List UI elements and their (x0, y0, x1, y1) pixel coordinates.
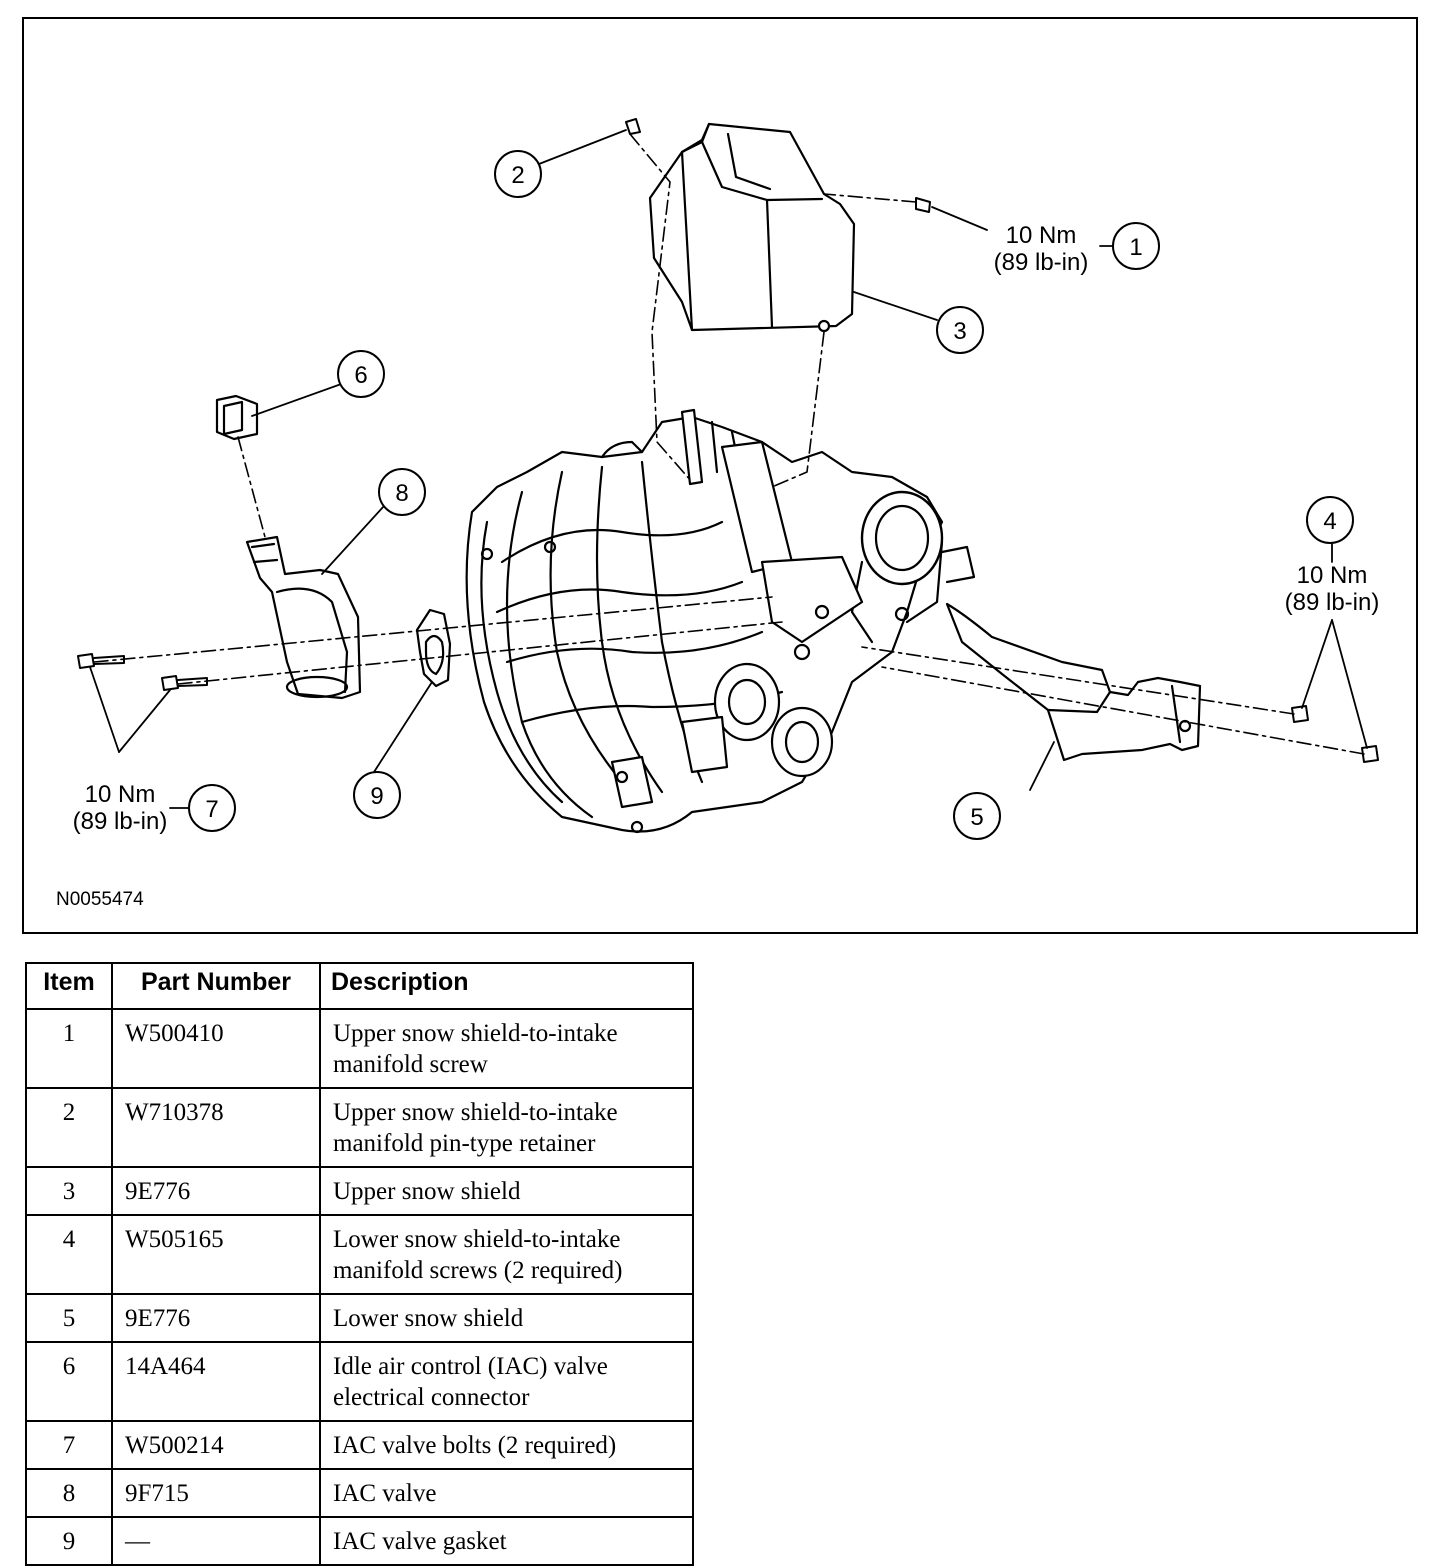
cell-part-number: 14A464 (111, 1341, 321, 1422)
cell-part-number: W500214 (111, 1420, 321, 1470)
cell-description: Lower snow shield-to-intake manifold scr… (319, 1214, 694, 1295)
pin-retainer-item-2 (625, 118, 641, 135)
header-description: Description (319, 962, 694, 1010)
torque-label-7-nm: 10 Nm (85, 781, 156, 808)
callout-9: 9 (370, 783, 383, 810)
table-row: 3 9E776 Upper snow shield (25, 1166, 694, 1216)
cell-description: IAC valve gasket (319, 1516, 694, 1566)
intake-manifold (465, 408, 976, 834)
cell-item: 1 (25, 1008, 113, 1089)
cell-item: 8 (25, 1468, 113, 1518)
table-row: 7 W500214 IAC valve bolts (2 required) (25, 1420, 694, 1470)
torque-label-1-nm: 10 Nm (1006, 222, 1077, 249)
shield-screw-item-1 (915, 197, 931, 213)
callout-7: 7 (205, 796, 218, 823)
torque-label-4-lbin: (89 lb-in) (1285, 589, 1380, 616)
parts-table: Item Part Number Description 1 W500410 U… (25, 962, 694, 1566)
iac-bolts-item-7 (77, 653, 208, 691)
callout-circles (188, 150, 1354, 840)
table-row: 1 W500410 Upper snow shield-to-intake ma… (25, 1008, 694, 1089)
table-row: 6 14A464 Idle air control (IAC) valve el… (25, 1341, 694, 1422)
lower-shield-screws-item-4 (1291, 705, 1379, 763)
iac-connector (215, 394, 259, 441)
cell-description: Upper snow shield-to-intake manifold scr… (319, 1008, 694, 1089)
cell-part-number: 9E776 (111, 1166, 321, 1216)
table-row: 4 W505165 Lower snow shield-to-intake ma… (25, 1214, 694, 1295)
iac-valve-gasket (415, 608, 452, 688)
cell-item: 7 (25, 1420, 113, 1470)
cell-part-number: W500410 (111, 1008, 321, 1089)
callout-6: 6 (354, 362, 367, 389)
table-row: 9 — IAC valve gasket (25, 1516, 694, 1566)
cell-description: IAC valve (319, 1468, 694, 1518)
lower-snow-shield (945, 602, 1202, 762)
upper-snow-shield (648, 122, 856, 333)
table-row: 5 9E776 Lower snow shield (25, 1293, 694, 1343)
table-row: 2 W710378 Upper snow shield-to-intake ma… (25, 1087, 694, 1168)
header-item: Item (25, 962, 113, 1010)
cell-description: Lower snow shield (319, 1293, 694, 1343)
cell-part-number: W505165 (111, 1214, 321, 1295)
callout-5: 5 (970, 804, 983, 831)
exploded-view-diagram: 2 1 3 4 5 6 7 8 9 10 Nm (89 lb-in) 10 Nm… (56, 118, 1380, 910)
cell-item: 2 (25, 1087, 113, 1168)
cell-description: Upper snow shield (319, 1166, 694, 1216)
header-part-number: Part Number (111, 962, 321, 1010)
torque-label-7-lbin: (89 lb-in) (73, 808, 168, 835)
torque-label-1-lbin: (89 lb-in) (994, 249, 1089, 276)
table-row: 8 9F715 IAC valve (25, 1468, 694, 1518)
callout-4: 4 (1323, 508, 1336, 535)
cell-description: IAC valve bolts (2 required) (319, 1420, 694, 1470)
cell-item: 3 (25, 1166, 113, 1216)
cell-item: 9 (25, 1516, 113, 1566)
callout-1: 1 (1129, 234, 1142, 261)
callout-8: 8 (395, 480, 408, 507)
iac-valve (245, 535, 362, 700)
cell-part-number: 9F715 (111, 1468, 321, 1518)
cell-part-number: 9E776 (111, 1293, 321, 1343)
table-header-row: Item Part Number Description (25, 962, 694, 1010)
figure-id: N0055474 (56, 889, 144, 910)
cell-description: Idle air control (IAC) valve electrical … (319, 1341, 694, 1422)
cell-item: 6 (25, 1341, 113, 1422)
cell-item: 4 (25, 1214, 113, 1295)
cell-description: Upper snow shield-to-intake manifold pin… (319, 1087, 694, 1168)
cell-part-number: W710378 (111, 1087, 321, 1168)
diagram-frame: 2 1 3 4 5 6 7 8 9 10 Nm (89 lb-in) 10 Nm… (22, 17, 1418, 934)
callout-3: 3 (953, 318, 966, 345)
cell-item: 5 (25, 1293, 113, 1343)
callout-2: 2 (511, 162, 524, 189)
assembly-dash-lines (93, 133, 1365, 755)
torque-label-4-nm: 10 Nm (1297, 562, 1368, 589)
cell-part-number: — (111, 1516, 321, 1566)
